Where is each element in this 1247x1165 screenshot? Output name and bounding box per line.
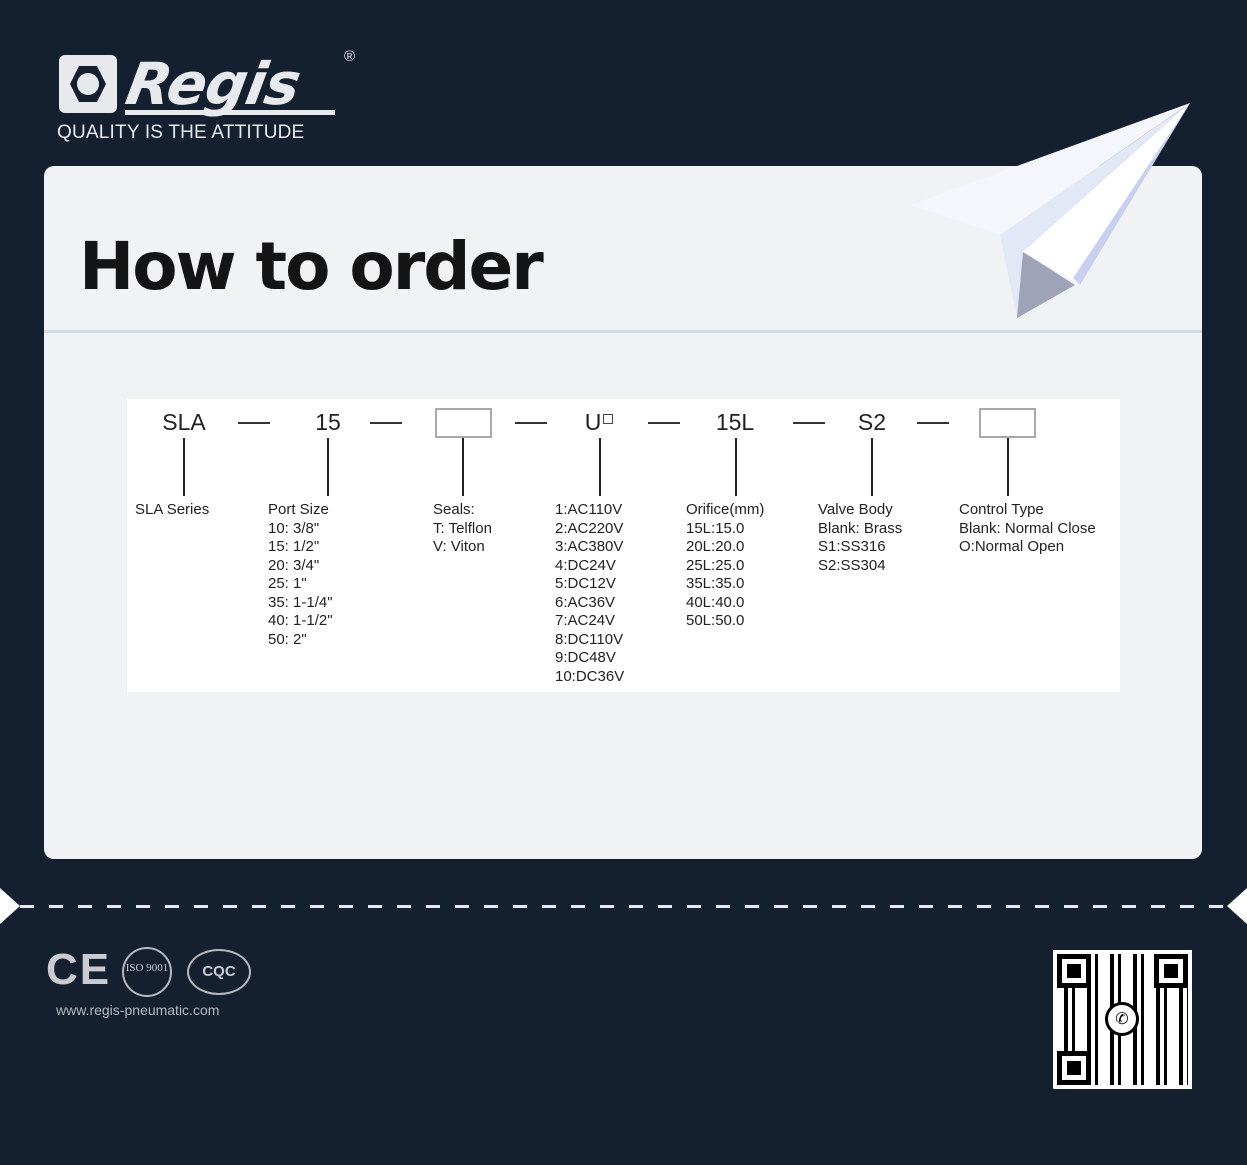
code-separator (238, 422, 270, 424)
voltage-placeholder-box (603, 414, 614, 424)
brand-logo: Regis ® QUALITY IS THE ATTITUDE (57, 48, 367, 145)
code-separator (648, 422, 680, 424)
code-series: SLA (162, 409, 206, 435)
code-control-type-placeholder (979, 408, 1036, 438)
voltage-options: 1:AC110V 2:AC220V 3:AC380V 4:DC24V 5:DC1… (555, 501, 625, 685)
connector-line (1007, 438, 1009, 496)
dashed-separator (20, 905, 1225, 908)
seals-options: Seals: T: Telflon V: Viton (433, 501, 492, 555)
port-size-options: Port Size 10: 3/8" 15: 1/2" 20: 3/4" 25:… (268, 501, 333, 648)
code-separator (370, 422, 402, 424)
code-valve-body: S2 (857, 409, 887, 435)
wordmark-underline (125, 110, 335, 115)
qr-finder-pattern (1154, 954, 1188, 988)
connector-line (462, 438, 464, 496)
connector-line (871, 438, 873, 496)
separator-notch-right (1227, 888, 1247, 924)
series-description: SLA Series (135, 501, 210, 518)
whatsapp-icon: ✆ (1105, 1002, 1139, 1036)
whatsapp-qr-code[interactable]: ✆ (1053, 950, 1192, 1089)
hex-bolt-icon (59, 55, 117, 113)
connector-line (183, 438, 185, 496)
paper-plane-icon (910, 103, 1190, 318)
code-separator (515, 422, 547, 424)
separator-notch-left (0, 888, 20, 924)
page-title: How to order (79, 228, 544, 305)
control-type-options: Control Type Blank: Normal Close O:Norma… (959, 501, 1096, 555)
order-code-diagram: SLA 15 U 15L S2 SLA Series Port Size 10:… (127, 399, 1120, 692)
code-orifice: 15L (715, 409, 755, 435)
brand-wordmark: Regis (121, 50, 306, 118)
code-port-size: 15 (315, 409, 341, 435)
brand-tagline: QUALITY IS THE ATTITUDE (57, 122, 305, 143)
website-link[interactable]: www.regis-pneumatic.com (56, 1002, 220, 1018)
cqc-badge-icon: CQC (187, 949, 251, 995)
qr-finder-pattern (1057, 1051, 1091, 1085)
orifice-options: Orifice(mm) 15L:15.0 20L:20.0 25L:25.0 3… (686, 501, 765, 629)
certifications: CE ISO 9001 CQC www.regis-pneumatic.com (46, 945, 266, 1025)
qr-finder-pattern (1057, 954, 1091, 988)
code-voltage: U (579, 409, 619, 436)
connector-line (599, 438, 601, 496)
code-seals-placeholder (435, 408, 492, 438)
code-separator (917, 422, 949, 424)
connector-line (327, 438, 329, 496)
title-divider (44, 330, 1202, 333)
registered-mark: ® (344, 48, 356, 65)
connector-line (735, 438, 737, 496)
iso-9001-badge-icon: ISO 9001 (122, 947, 172, 997)
ce-mark-icon: CE (46, 945, 112, 994)
code-separator (793, 422, 825, 424)
valve-body-options: Valve Body Blank: Brass S1:SS316 S2:SS30… (818, 501, 903, 574)
